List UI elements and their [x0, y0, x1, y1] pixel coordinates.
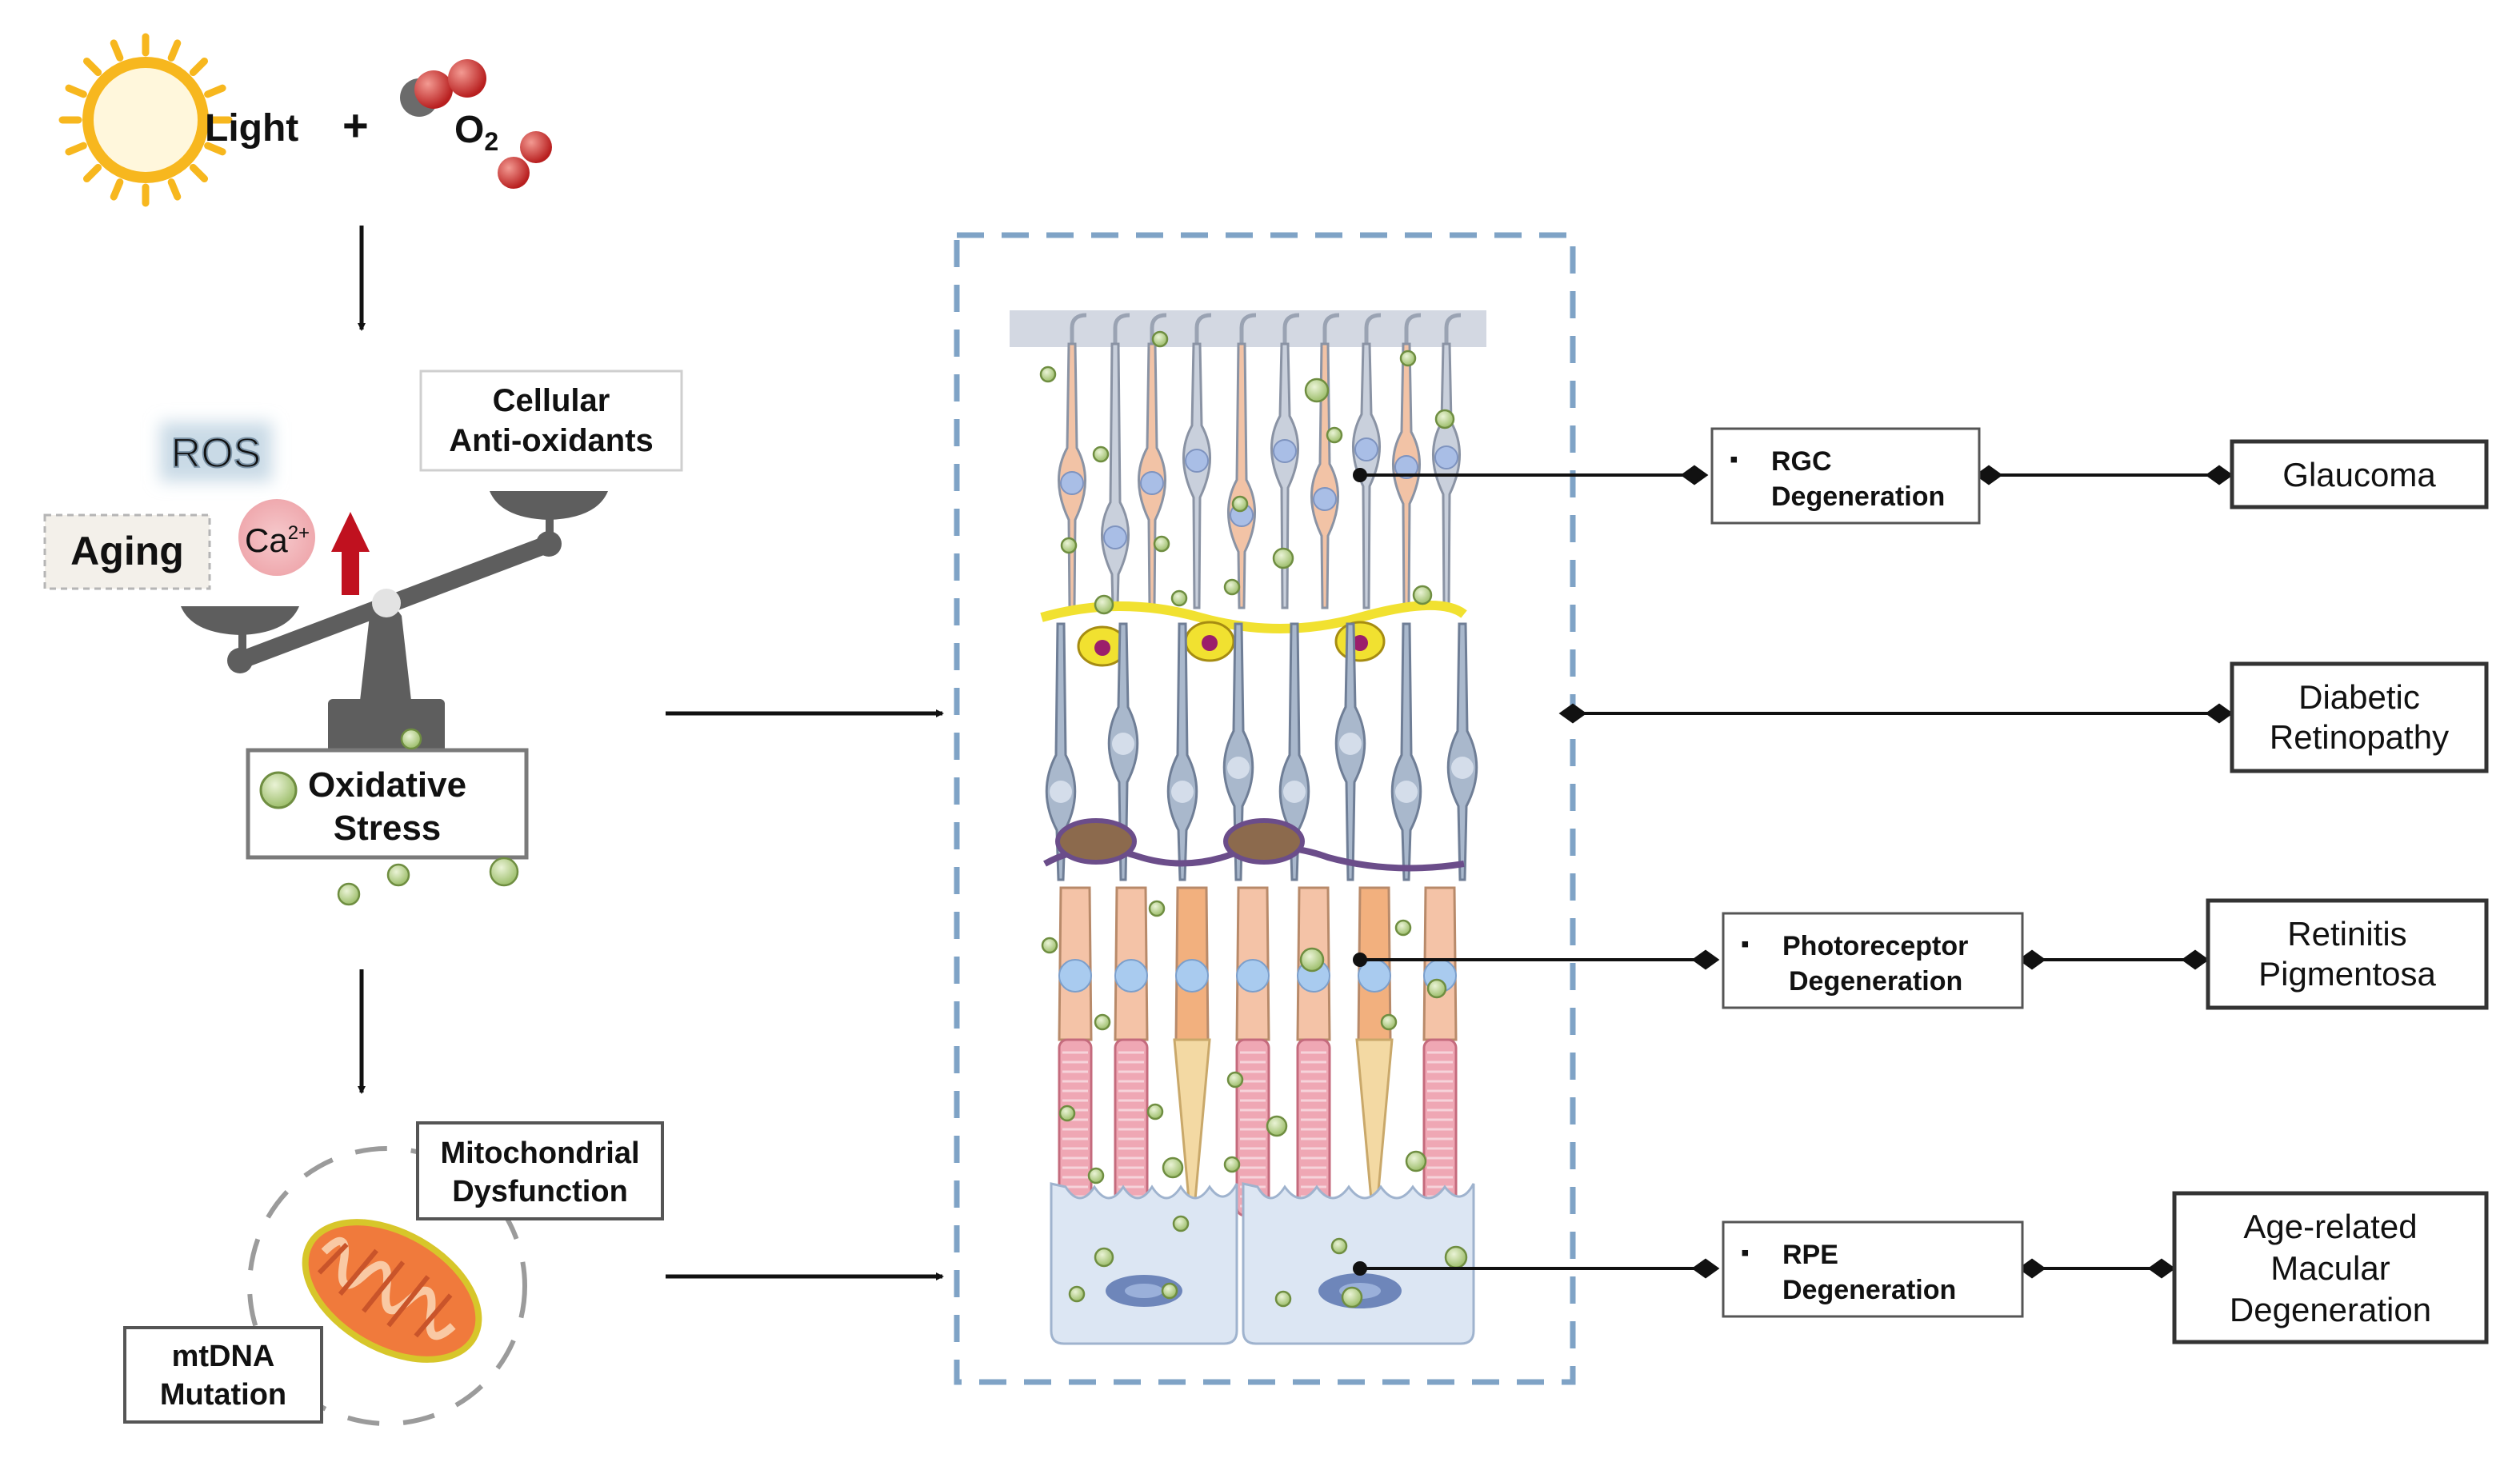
svg-text:Anti-oxidants: Anti-oxidants [449, 423, 654, 458]
ros-label: ROS [171, 430, 262, 477]
light-label: Light [205, 107, 298, 150]
rgc-degeneration-box: ▪ RGC Degeneration [1710, 427, 1981, 525]
antioxidants-box: Cellular Anti-oxidants [419, 369, 683, 472]
svg-text:Dysfunction: Dysfunction [452, 1175, 628, 1208]
svg-text:Degeneration: Degeneration [1782, 1275, 1956, 1305]
rpe-cells [1050, 1182, 1475, 1345]
sun-icon [58, 33, 233, 207]
diabetic-retinopathy-box: Diabetic Retinopathy [2230, 661, 2489, 773]
svg-text:▪: ▪ [1730, 446, 1738, 473]
plus-sign: + [342, 100, 369, 150]
svg-text:Stress: Stress [334, 809, 442, 848]
svg-text:Photoreceptor: Photoreceptor [1782, 931, 1968, 961]
svg-text:Degeneration: Degeneration [2230, 1291, 2431, 1328]
horizontal-cells [1043, 818, 1465, 872]
amd-box: Age-related Macular Degeneration [2172, 1191, 2489, 1344]
mito-dashed-circle [247, 1146, 527, 1426]
retina-dashed-box [954, 232, 1576, 1385]
svg-text:Mutation: Mutation [160, 1378, 286, 1412]
oxygen-label: O2 [454, 109, 498, 156]
ganglion-cells [1058, 342, 1461, 609]
svg-text:Mitochondrial: Mitochondrial [440, 1136, 639, 1170]
svg-text:Degeneration: Degeneration [1771, 481, 1945, 512]
balance-scale-icon [181, 491, 608, 753]
svg-text:Cellular: Cellular [493, 383, 610, 418]
svg-text:Age-related: Age-related [2243, 1208, 2417, 1245]
aging-label-group: Aging [43, 513, 211, 590]
svg-text:mtDNA: mtDNA [172, 1340, 275, 1373]
ros-dot-icon [259, 771, 298, 809]
connectors [1353, 465, 2234, 1279]
amacrine-cells [1077, 621, 1386, 667]
svg-text:Retinopathy: Retinopathy [2270, 718, 2449, 756]
svg-text:Diabetic: Diabetic [2298, 678, 2420, 716]
calcium-icon: Ca2+ [238, 499, 315, 576]
svg-text:Glaucoma: Glaucoma [2282, 456, 2436, 493]
svg-text:RGC: RGC [1771, 446, 1832, 477]
ros-dots-retina [1039, 330, 1468, 1308]
svg-text:Macular: Macular [2270, 1249, 2390, 1287]
svg-text:Oxidative: Oxidative [308, 765, 466, 805]
oxygen-molecule-icon [400, 59, 552, 189]
aging-label: Aging [70, 529, 184, 573]
oxidative-stress-box: Oxidative Stress [246, 748, 529, 860]
svg-text:RPE: RPE [1782, 1240, 1838, 1270]
svg-text:Degeneration: Degeneration [1789, 966, 1962, 997]
mito-dysfunction-box: Mitochondrial Dysfunction [416, 1121, 664, 1220]
retinitis-pigmentosa-box: Retinitis Pigmentosa [2206, 898, 2489, 1010]
mitochondrion-icon [302, 1219, 482, 1363]
mtdna-mutation-box: mtDNA Mutation [123, 1326, 323, 1424]
bipolar-cells [1045, 622, 1478, 881]
photoreceptor-degeneration-box: ▪ Photoreceptor Degeneration [1722, 912, 2024, 1009]
increase-arrow-icon [331, 512, 370, 595]
svg-text:Pigmentosa: Pigmentosa [2258, 955, 2436, 993]
svg-text:▪: ▪ [1741, 1240, 1750, 1266]
ros-dots-oxidative [337, 728, 519, 906]
rpe-degeneration-box: ▪ RPE Degeneration [1722, 1220, 2024, 1318]
svg-text:Retinitis: Retinitis [2287, 915, 2406, 953]
svg-text:Ca2+: Ca2+ [245, 521, 310, 559]
glaucoma-box: Glaucoma [2230, 439, 2489, 509]
svg-text:▪: ▪ [1741, 931, 1750, 957]
retina-illustration [1010, 310, 1486, 1345]
photoreceptor-cells [1058, 886, 1458, 1217]
ros-label-group: ROS [160, 422, 272, 481]
